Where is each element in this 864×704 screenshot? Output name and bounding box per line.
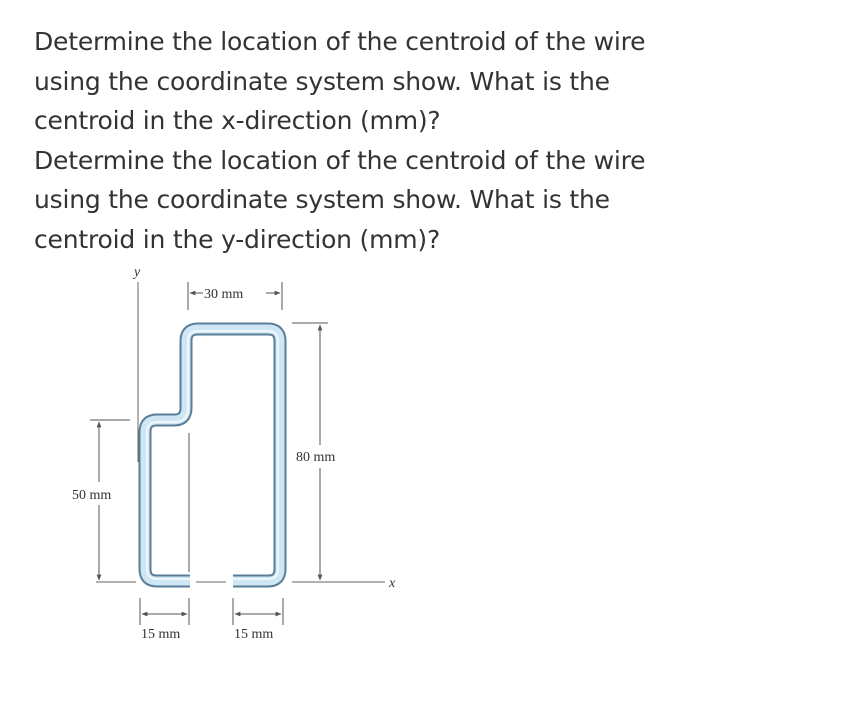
- question-x-line1: Determine the location of the centroid o…: [34, 27, 646, 56]
- dim-left-height-label: 50 mm: [72, 488, 111, 503]
- dim-bottom-left-label: 15 mm: [141, 627, 180, 642]
- x-axis: x: [96, 576, 396, 591]
- dim-right-height-label: 80 mm: [296, 450, 335, 465]
- question-y-line1: Determine the location of the centroid o…: [34, 145, 646, 175]
- dim-top-width-label: 30 mm: [204, 287, 243, 302]
- question-text: Determine the location of the centroid o…: [34, 22, 834, 260]
- x-axis-label: x: [388, 576, 396, 591]
- dim-bottom-right-label: 15 mm: [234, 627, 273, 642]
- wire: [138, 322, 287, 588]
- question-x-line3: centroid in the x-direction (mm)?: [34, 106, 441, 136]
- dimension-15mm-left: [139, 433, 190, 625]
- question-x-line2: using the coordinate system show. What i…: [34, 66, 610, 96]
- question-y-line3: centroid in the y-direction (mm)?: [34, 224, 441, 254]
- dimension-80mm: [292, 322, 328, 581]
- dimension-50mm: [90, 419, 130, 581]
- question-y-line2: using the coordinate system show. What i…: [34, 185, 610, 215]
- wire-diagram: y x 30 mm 80 mm 50 mm 15: [72, 265, 396, 642]
- dimension-30mm: [187, 282, 283, 310]
- y-axis-label: y: [132, 265, 141, 280]
- dimension-15mm-right: [232, 598, 284, 625]
- wire-left-piece: [138, 322, 287, 588]
- y-axis: y: [132, 265, 141, 462]
